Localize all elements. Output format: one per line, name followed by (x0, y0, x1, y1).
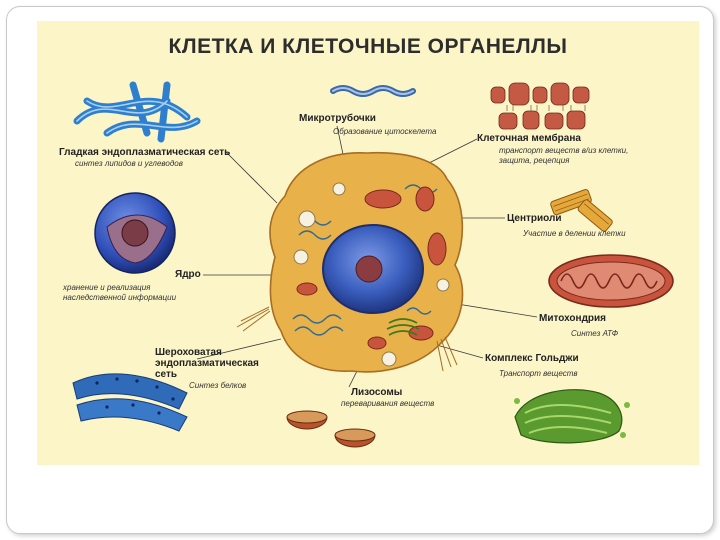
desc-lysosomes: переваривания веществ (341, 399, 435, 408)
cell-diagram (72, 81, 674, 448)
label-microtubules: Микротрубочки (299, 113, 376, 124)
golgi-illustration (514, 389, 630, 444)
slide-frame: КЛЕТКА И КЛЕТОЧНЫЕ ОРГАНЕЛЛЫ Микротрубоч… (6, 6, 714, 534)
cilia (436, 336, 458, 372)
membrane-illustration (490, 82, 590, 130)
cell (236, 151, 464, 373)
rough-er-illustration (72, 373, 188, 432)
label-lysosomes: Лизосомы (351, 387, 403, 398)
label-golgi: Комплекс Гольджи (485, 353, 579, 364)
nucleolus (355, 255, 383, 283)
poster-title: КЛЕТКА И КЛЕТОЧНЫЕ ОРГАНЕЛЛЫ (168, 35, 568, 58)
poster: КЛЕТКА И КЛЕТОЧНЫЕ ОРГАНЕЛЛЫ Микротрубоч… (37, 21, 699, 465)
label-rough-er-1: Шероховатая (155, 347, 222, 358)
cell-vesicles (293, 182, 450, 367)
label-membrane: Клеточная мембрана (477, 133, 581, 144)
nucleus-illustration (94, 192, 176, 274)
label-nucleus: Ядро (175, 269, 201, 280)
lysosome-illustration (286, 410, 376, 448)
desc-rough-er: Синтез белков (189, 381, 247, 390)
desc-mitochondria: Синтез АТФ (571, 329, 619, 338)
mitochondrion-illustration (548, 254, 674, 308)
label-rough-er-3: сеть (155, 369, 178, 380)
desc-membrane-2: защита, рецепция (499, 156, 570, 165)
centriole-illustration (550, 189, 613, 232)
microtubule-illustration (330, 85, 416, 97)
leader-lines (196, 125, 538, 388)
label-rough-er-2: эндоплазматическая (155, 358, 259, 369)
label-smooth-er: Гладкая эндоплазматическая сеть (59, 147, 231, 158)
desc-membrane-1: транспорт веществ в/из клетки, (499, 146, 629, 155)
desc-centrioles: Участие в делении клетки (523, 229, 626, 238)
label-centrioles: Центриоли (507, 213, 562, 224)
label-mitochondria: Митохондрия (539, 313, 607, 324)
desc-golgi: Транспорт веществ (499, 369, 578, 378)
desc-nucleus-2: наследственной информации (63, 293, 177, 302)
desc-smooth-er: синтез липидов и углеводов (75, 159, 183, 168)
cell-golgi (386, 318, 420, 336)
desc-nucleus-1: хранение и реализация (63, 283, 151, 292)
cell-mitochondria (296, 186, 447, 350)
desc-microtubules: Образование цитоскелета (333, 127, 437, 136)
cilia (236, 306, 271, 332)
